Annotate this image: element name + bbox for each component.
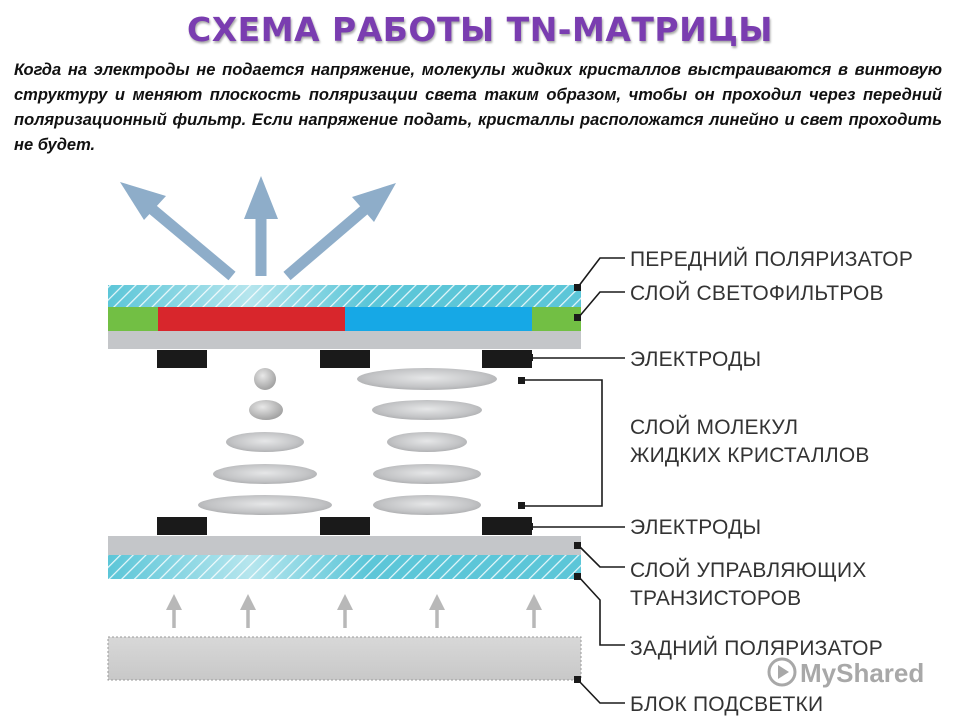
- front-polarizer: [108, 285, 581, 307]
- liquid-crystals-aligned: [357, 368, 497, 515]
- bottom-electrodes: [157, 517, 532, 535]
- arrow-up-icon: [429, 594, 445, 628]
- leader-dots: [518, 284, 581, 683]
- label-backlight: БЛОК ПОДСВЕТКИ: [630, 693, 823, 716]
- backlight-unit: [107, 636, 582, 681]
- label-transistor-layer-line2: ТРАНЗИСТОРОВ: [630, 587, 801, 610]
- liquid-crystals-twisted: [198, 368, 332, 515]
- play-logo-icon: [767, 657, 797, 687]
- arrow-up-left-icon: [120, 182, 236, 281]
- label-transistor-layer-line1: СЛОЙ УПРАВЛЯЮЩИХ: [630, 558, 866, 582]
- label-electrodes-top: ЭЛЕКТРОДЫ: [630, 348, 761, 371]
- watermark: MyShared: [767, 657, 924, 688]
- color-filter-layer: [108, 307, 581, 349]
- arrow-up-icon: [166, 594, 182, 628]
- incoming-light-arrows: [166, 594, 542, 628]
- description-text: Когда на электроды не подается напряжени…: [14, 61, 942, 154]
- arrow-up-icon: [526, 594, 542, 628]
- label-rear-polarizer: ЗАДНИЙ ПОЛЯРИЗАТОР: [630, 636, 883, 660]
- label-lc-layer-line1: СЛОЙ МОЛЕКУЛ: [630, 415, 798, 439]
- outgoing-light-arrows: [120, 176, 396, 281]
- transistor-layer: [108, 536, 581, 579]
- arrow-up-icon: [240, 594, 256, 628]
- label-front-polarizer: ПЕРЕДНИЙ ПОЛЯРИЗАТОР: [630, 247, 913, 271]
- label-lc-layer-line2: ЖИДКИХ КРИСТАЛЛОВ: [630, 444, 870, 467]
- page-title: СХЕМА РАБОТЫ TN-МАТРИЦЫ: [186, 10, 774, 49]
- arrow-up-right-icon: [283, 183, 396, 281]
- watermark-text: MyShared: [800, 658, 924, 688]
- label-electrodes-bottom: ЭЛЕКТРОДЫ: [630, 516, 761, 539]
- top-electrodes: [157, 350, 532, 368]
- arrow-up-icon: [244, 176, 278, 276]
- arrow-up-icon: [337, 594, 353, 628]
- leader-lines: [522, 257, 625, 704]
- label-color-filter-layer: СЛОЙ СВЕТОФИЛЬТРОВ: [630, 281, 884, 305]
